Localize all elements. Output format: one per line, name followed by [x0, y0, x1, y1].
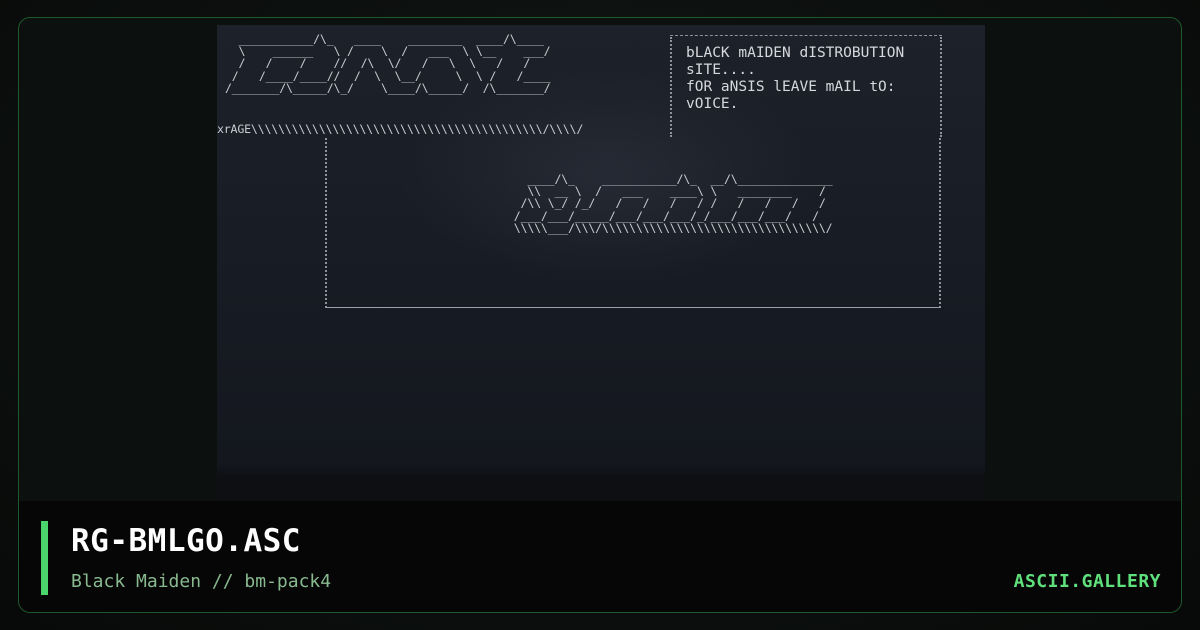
caption-bar: RG-BMLGO.ASC Black Maiden // bm-pack4 AS…	[19, 501, 1181, 612]
card-frame: ___________/\_ ____ ________ ____/\____ …	[18, 17, 1182, 613]
info-box-left-border	[670, 37, 672, 137]
info-text: bLACK mAIDEN dISTROBUTION sITE.... fOR a…	[686, 45, 904, 113]
preview-glow	[397, 65, 817, 285]
file-title: RG-BMLGO.ASC	[71, 523, 301, 559]
info-line: fOR aNSIS lEAVE mAIL tO:	[686, 79, 896, 95]
site-brand-link[interactable]: ASCII.GALLERY	[1013, 571, 1161, 592]
file-subtitle: Black Maiden // bm-pack4	[71, 571, 332, 592]
info-line: sITE....	[686, 62, 756, 78]
artwork-preview: ___________/\_ ____ ________ ____/\____ …	[217, 25, 985, 501]
info-line: vOICE.	[686, 96, 739, 112]
info-box-top-border	[670, 35, 942, 36]
artwork-box	[325, 138, 941, 308]
info-line: bLACK mAIDEN dISTROBUTION	[686, 45, 905, 61]
credit-line-ascii: xrAGE\\\\\\\\\\\\\\\\\\\\\\\\\\\\\\\\\\\…	[217, 122, 584, 136]
info-box-right-border	[940, 37, 942, 137]
logo-bottom-ascii: ____/\_ ___________/\_ __/\_____________…	[513, 172, 833, 235]
logo-top-ascii: ___________/\_ ____ ________ ____/\____ …	[225, 32, 551, 95]
accent-bar	[41, 521, 48, 595]
info-box: bLACK mAIDEN dISTROBUTION sITE.... fOR a…	[670, 35, 942, 137]
